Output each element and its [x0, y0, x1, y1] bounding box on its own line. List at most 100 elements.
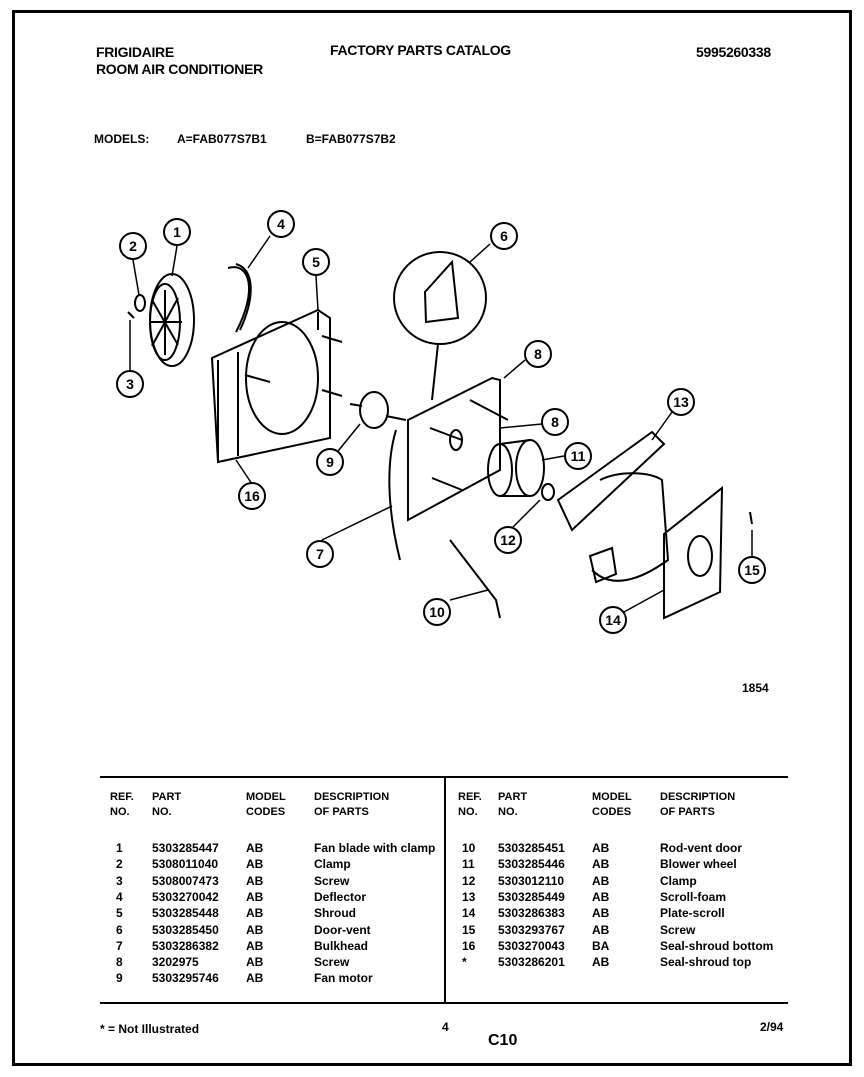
- svg-text:3: 3: [126, 376, 134, 392]
- part-number-cell: 5303285447: [152, 841, 219, 855]
- part-number-cell: 3202975: [152, 955, 199, 970]
- description-cell: Seal-shroud bottom: [660, 938, 774, 953]
- page-frame: [12, 10, 852, 1066]
- table-divider: [444, 778, 446, 1002]
- model-codes-cell: AB: [246, 971, 264, 986]
- model-codes-cell: AB: [246, 906, 264, 921]
- brand-title: FRIGIDAIRE: [96, 44, 174, 60]
- model-codes-cell: AB: [592, 906, 610, 921]
- part-number-cell: 5308011040: [152, 857, 219, 872]
- description-cell: Bulkhead: [314, 938, 369, 953]
- model-codes-cell: AB: [592, 857, 610, 872]
- table-row: 11 5303285446 AB Blower wheel: [446, 856, 786, 872]
- svg-text:14: 14: [605, 612, 621, 628]
- part-number-cell: 5303285450: [152, 922, 219, 937]
- shroud-part: [210, 308, 343, 464]
- svg-text:12: 12: [500, 532, 516, 548]
- blower-wheel-part: [487, 439, 545, 497]
- model-codes-cell: AB: [246, 938, 264, 953]
- fan-motor-part: [349, 391, 407, 429]
- header-ref: REF.NO.: [110, 791, 134, 818]
- footnote: * = Not Illustrated: [100, 1022, 200, 1036]
- ref-cell: 5: [116, 906, 123, 921]
- part-number-cell: 5303293767: [498, 922, 565, 937]
- screw-part: [127, 311, 135, 319]
- catalog-number: 5995260338: [696, 44, 771, 60]
- part-number-cell: 5303270043: [498, 938, 565, 953]
- model-codes-cell: AB: [592, 955, 610, 970]
- product-title: ROOM AIR CONDITIONER: [96, 61, 263, 77]
- description-cell: Plate-scroll: [660, 906, 725, 921]
- ref-cell: 7: [116, 938, 123, 953]
- exploded-parts-diagram: 1 2 3 4 5 6 7 8 9 10 11 12 13 14 15 16 8…: [116, 210, 769, 695]
- callout-6: 6: [490, 222, 518, 250]
- part-number-cell: 5303270042: [152, 889, 219, 904]
- ref-cell: 1: [116, 841, 123, 855]
- description-cell: Blower wheel: [660, 857, 737, 872]
- figure-number: 1854: [742, 681, 769, 695]
- bulkhead-part: [388, 376, 509, 561]
- description-cell: Deflector: [314, 889, 367, 904]
- svg-text:16: 16: [244, 488, 260, 504]
- description-cell: Scroll-foam: [660, 889, 727, 904]
- model-codes-cell: AB: [592, 922, 610, 937]
- description-cell: Seal-shroud top: [660, 955, 752, 970]
- part-number-cell: 5308007473: [152, 873, 219, 888]
- ref-cell: 12: [462, 873, 476, 888]
- plate-scroll-part: [663, 485, 724, 620]
- ref-cell: 8: [116, 955, 123, 970]
- header-ref-right: REF.NO.: [458, 791, 482, 818]
- part-number-cell: 5303285448: [152, 906, 219, 921]
- clamp-part: [134, 294, 146, 312]
- rod-vent-door-part: [449, 539, 501, 619]
- part-number-cell: 5303285451: [498, 841, 565, 855]
- callout-15: 15: [738, 556, 766, 584]
- callout-3: 3: [116, 370, 144, 398]
- model-codes-cell: AB: [592, 873, 610, 888]
- model-codes-cell: AB: [246, 922, 264, 937]
- part-number-cell: 5303286383: [498, 906, 565, 921]
- part-number-cell: 5303285449: [498, 889, 565, 904]
- description-cell: Screw: [314, 955, 350, 970]
- ref-cell: *: [462, 955, 467, 970]
- callout-group: 1 2 3 4 5 6 7 8 9 10 11 12 13 14 15 16 8: [116, 210, 766, 634]
- deflector-part: [227, 263, 252, 333]
- blower-clamp-part: [541, 483, 555, 501]
- part-number-cell: 5303285446: [498, 857, 565, 872]
- model-codes-cell: AB: [246, 841, 264, 855]
- ref-cell: 13: [462, 889, 476, 904]
- ref-cell: 16: [462, 938, 476, 953]
- svg-text:1: 1: [173, 224, 181, 240]
- ref-cell: 4: [116, 889, 123, 904]
- callout-16: 16: [238, 482, 266, 510]
- part-number-cell: 5303286382: [152, 938, 219, 953]
- description-cell: Clamp: [314, 857, 351, 872]
- svg-text:10: 10: [429, 604, 445, 620]
- page-number: 4: [442, 1020, 449, 1034]
- svg-text:8: 8: [534, 346, 542, 362]
- catalog-date: 2/94: [760, 1020, 784, 1034]
- callout-1: 1: [163, 218, 191, 246]
- callout-12: 12: [494, 526, 522, 554]
- part-number-cell: 5303012110: [498, 873, 565, 888]
- ref-cell: 14: [462, 906, 476, 921]
- svg-text:4: 4: [277, 216, 285, 232]
- model-codes-cell: AB: [592, 889, 610, 904]
- ref-cell: 11: [462, 857, 475, 872]
- svg-text:8: 8: [551, 414, 559, 430]
- description-cell: Clamp: [660, 873, 697, 888]
- table-row: 7 5303286382 AB Bulkhead: [100, 938, 440, 954]
- part-number-cell: 5303295746: [152, 971, 219, 986]
- part-number-cell: 5303286201: [498, 955, 565, 970]
- callout-7: 7: [306, 540, 334, 568]
